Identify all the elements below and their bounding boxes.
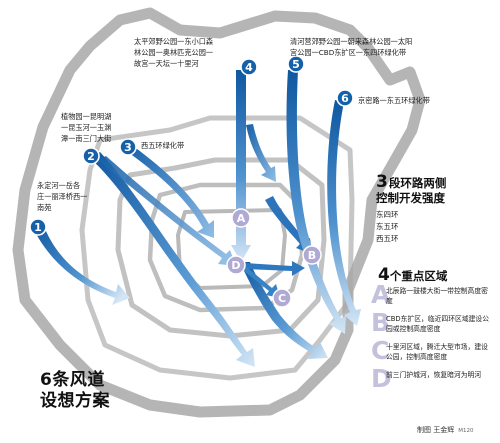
corridor-badge-1: 1 xyxy=(29,218,47,236)
zone-marker-c: C xyxy=(272,288,292,308)
ring-road-item: 西五环 xyxy=(376,234,399,243)
corridor-4-branch-arrow xyxy=(246,124,276,182)
zone-entry-d-text: 前三门护城河，恢复暗河为明河 xyxy=(386,371,482,379)
corridor-d-east-arrow xyxy=(245,261,305,276)
ring-road-title-line-1: 段环路两侧 xyxy=(388,176,447,190)
corridor-badge-5: 5 xyxy=(287,55,305,73)
corridor-4-arrow xyxy=(231,70,251,262)
zone-marker-c-label: C xyxy=(278,292,286,305)
zone-entry-b-letter: B xyxy=(371,308,391,337)
corridor-1-label: 永定河一岳各 庄一丽泽桥西一 南苑 xyxy=(37,180,87,213)
corridor-4-line-1: 太平郊野公园一东小口森 xyxy=(134,37,214,46)
corridor-2-arrow xyxy=(90,152,255,367)
zone-entry-b-text: CBD东扩区，临近四环区域建设公园或控制高度密度 xyxy=(386,315,490,333)
corridor-2-line-2: 一昆玉河一玉渊 xyxy=(61,123,112,132)
corridor-5-line-2: 宫公园一CBD东扩区一东四环绿化带 xyxy=(290,48,407,57)
ring-road-5 xyxy=(79,115,355,381)
corridor-1-line-2: 庄一丽泽桥西一 xyxy=(37,192,88,201)
zone-marker-b-label: B xyxy=(308,249,316,262)
main-title-line-1: 6条风道 xyxy=(40,370,105,390)
ring-road-2 xyxy=(176,208,287,290)
main-title-line-2: 设想方案 xyxy=(40,391,110,411)
corridor-1-line-3: 南苑 xyxy=(37,203,52,212)
corridor-5-arrow xyxy=(286,70,346,334)
zone-marker-b: B xyxy=(302,245,322,265)
zone-marker-d-label: D xyxy=(231,259,240,272)
zone-entry-b: B CBD东扩区，临近四环区域建设公园或控制高度密度 xyxy=(371,310,490,335)
zone-markers: A D B C xyxy=(226,208,322,308)
corridor-d-southeast-arrow xyxy=(240,264,280,298)
corridor-2-line-3: 潭一南三门大街 xyxy=(61,134,112,143)
corridor-5-line-1: 清河营郊野公园一朝来森林公园一太阳 xyxy=(290,37,413,46)
corridor-badge-2-label: 2 xyxy=(87,150,95,163)
key-zones-title-text: 个重点区域 xyxy=(389,269,448,283)
corridor-badge-6-label: 6 xyxy=(341,92,349,105)
ring-road-title-number: 3 xyxy=(376,172,388,192)
zone-entry-a-letter: A xyxy=(371,280,391,309)
zone-entry-d: D 前三门护城河，恢复暗河为明河 xyxy=(371,366,490,391)
city-outer-boundary xyxy=(12,7,426,418)
zone-marker-a-label: A xyxy=(237,212,246,225)
ring-road-4 xyxy=(115,157,327,339)
corridor-badge-3-label: 3 xyxy=(124,141,132,154)
corridor-2-label: 植物园一昆明湖 一昆玉河一玉渊 潭一南三门大街 xyxy=(61,111,111,144)
key-zones-title: 4个重点区域 xyxy=(378,265,490,285)
corridor-badge-1-label: 1 xyxy=(34,221,42,234)
zone-entry-c-letter: C xyxy=(371,336,390,365)
map-credit-text: 制图 王金辉 xyxy=(417,426,455,434)
corridor-3-arrow xyxy=(125,146,214,238)
key-zones-panel: 4个重点区域 A 北辰路一鼓楼大街一带控制高度密度 B CBD东扩区，临近四环区… xyxy=(371,265,490,392)
corridor-badges: 1 2 3 4 5 6 xyxy=(29,55,354,236)
corridor-4-line-3: 故宫一天坛一十里河 xyxy=(134,59,199,68)
corridor-badge-4-label: 4 xyxy=(245,61,253,74)
zone-marker-a: A xyxy=(231,208,251,228)
zone-entry-a: A 北辰路一鼓楼大街一带控制高度密度 xyxy=(371,282,490,307)
corridor-5-label: 清河营郊野公园一朝来森林公园一太阳 宫公园一CBD东扩区一东四环绿化带 xyxy=(290,36,412,58)
ring-road-title-2: 控制开发强度 xyxy=(376,191,445,205)
zone-entry-c-text: 十里河区域，腾迁大型市场，建设公园，控制高度密度 xyxy=(386,343,488,361)
ring-road-panel: 3段环路两侧 控制开发强度 东四环 东五环 西五环 xyxy=(376,172,480,245)
corridor-3-label: 西五环绿化带 xyxy=(141,141,185,150)
ring-road-item: 东四环 xyxy=(376,210,399,219)
map-credit-code: M120 xyxy=(458,428,474,434)
main-title: 6条风道 设想方案 xyxy=(40,370,110,412)
corridor-4-line-2: 林公园一奥林匹克公园一 xyxy=(134,48,214,57)
zone-entry-d-letter: D xyxy=(371,364,392,393)
zone-entry-c: C 十里河区域，腾迁大型市场，建设公园，控制高度密度 xyxy=(371,338,490,363)
ring-road-item: 东五环 xyxy=(376,222,399,231)
corridor-badge-2: 2 xyxy=(82,147,100,165)
corridor-badge-6: 6 xyxy=(336,89,354,107)
corridor-badge-3: 3 xyxy=(119,138,137,156)
corridor-4-label: 太平郊野公园一东小口森 林公园一奥林匹克公园一 故宫一天坛一十里河 xyxy=(134,36,213,69)
zone-entry-a-text: 北辰路一鼓楼大街一带控制高度密度 xyxy=(386,287,488,305)
corridor-2-branch-arrow xyxy=(98,156,236,266)
ring-road-title: 3段环路两侧 xyxy=(376,172,480,192)
corridor-badge-5-label: 5 xyxy=(292,58,300,71)
corridor-badge-4: 4 xyxy=(240,58,258,76)
key-zones-title-number: 4 xyxy=(378,265,390,285)
corridor-2-line-1: 植物园一昆明湖 xyxy=(61,112,112,121)
corridor-6-arrow xyxy=(327,100,361,326)
corridor-6-label: 京密路一东五环绿化带 xyxy=(358,96,430,105)
corridor-1-line-1: 永定河一岳各 xyxy=(37,181,81,190)
zone-marker-d: D xyxy=(226,255,246,275)
